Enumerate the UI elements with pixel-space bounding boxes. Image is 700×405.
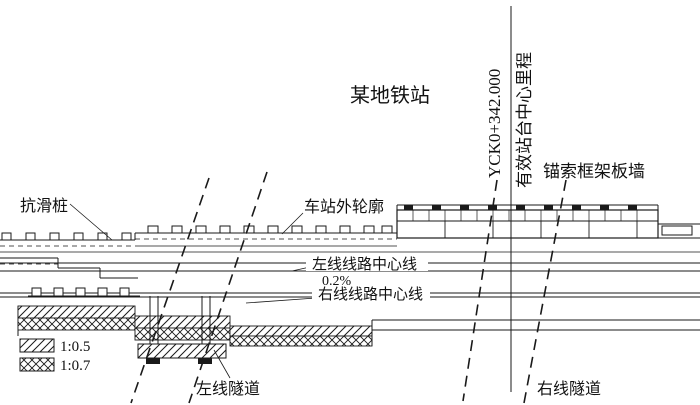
roof-blocks — [404, 205, 637, 210]
dashed-boundary-lines — [130, 171, 567, 404]
lower-left-retaining-structure — [0, 257, 140, 336]
dashed-line-left-1 — [130, 177, 210, 404]
dashed-line-left-2 — [188, 171, 268, 404]
right-floor-slab — [371, 319, 700, 346]
chainage-label: YCK0+342.000 — [485, 69, 504, 178]
station-box-structure — [396, 204, 659, 239]
platform-center-label: 有效站台中心里程 — [515, 52, 534, 188]
station-name-label: 某地铁站 — [350, 84, 430, 107]
hatched-floor-strips — [17, 305, 373, 347]
slope-label: 0.2% — [322, 274, 352, 289]
left-tunnel-leader — [213, 349, 231, 379]
dashed-line-right-2 — [523, 179, 567, 404]
legend: 1:0.5 1:0.7 — [19, 338, 91, 374]
anchor-wall-label: 锚索框架板墙 — [543, 162, 645, 181]
right-line-centerline-label: 右线线路中心线 — [318, 286, 423, 303]
left-terrace-structure — [0, 232, 136, 247]
station-cell-columns — [412, 210, 638, 221]
left-line-centerline-label: 左线线路中心线 — [312, 256, 417, 273]
station-outline-leader — [281, 212, 304, 235]
left-tunnel-label: 左线隧道 — [196, 380, 260, 398]
anti-slide-pile-leader — [69, 203, 113, 241]
left-tunnel-structure — [137, 296, 227, 364]
legend-swatch-cross-hatch — [19, 357, 55, 372]
right-tunnel-label: 右线隧道 — [537, 380, 601, 398]
legend-label-2: 1:0.7 — [60, 358, 91, 374]
station-roof-band — [135, 225, 397, 247]
right-centerline-leader — [245, 297, 317, 304]
anti-slide-pile-label: 抗滑桩 — [20, 197, 68, 215]
label-underlays — [306, 256, 430, 301]
station-right-extension — [658, 223, 700, 239]
station-main-columns — [444, 221, 638, 238]
legend-swatch-diagonal-hatch — [19, 338, 55, 353]
dashed-line-right-1 — [462, 179, 498, 402]
station-outline-label: 车站外轮廓 — [304, 198, 384, 216]
legend-label-1: 1:0.5 — [60, 339, 90, 355]
